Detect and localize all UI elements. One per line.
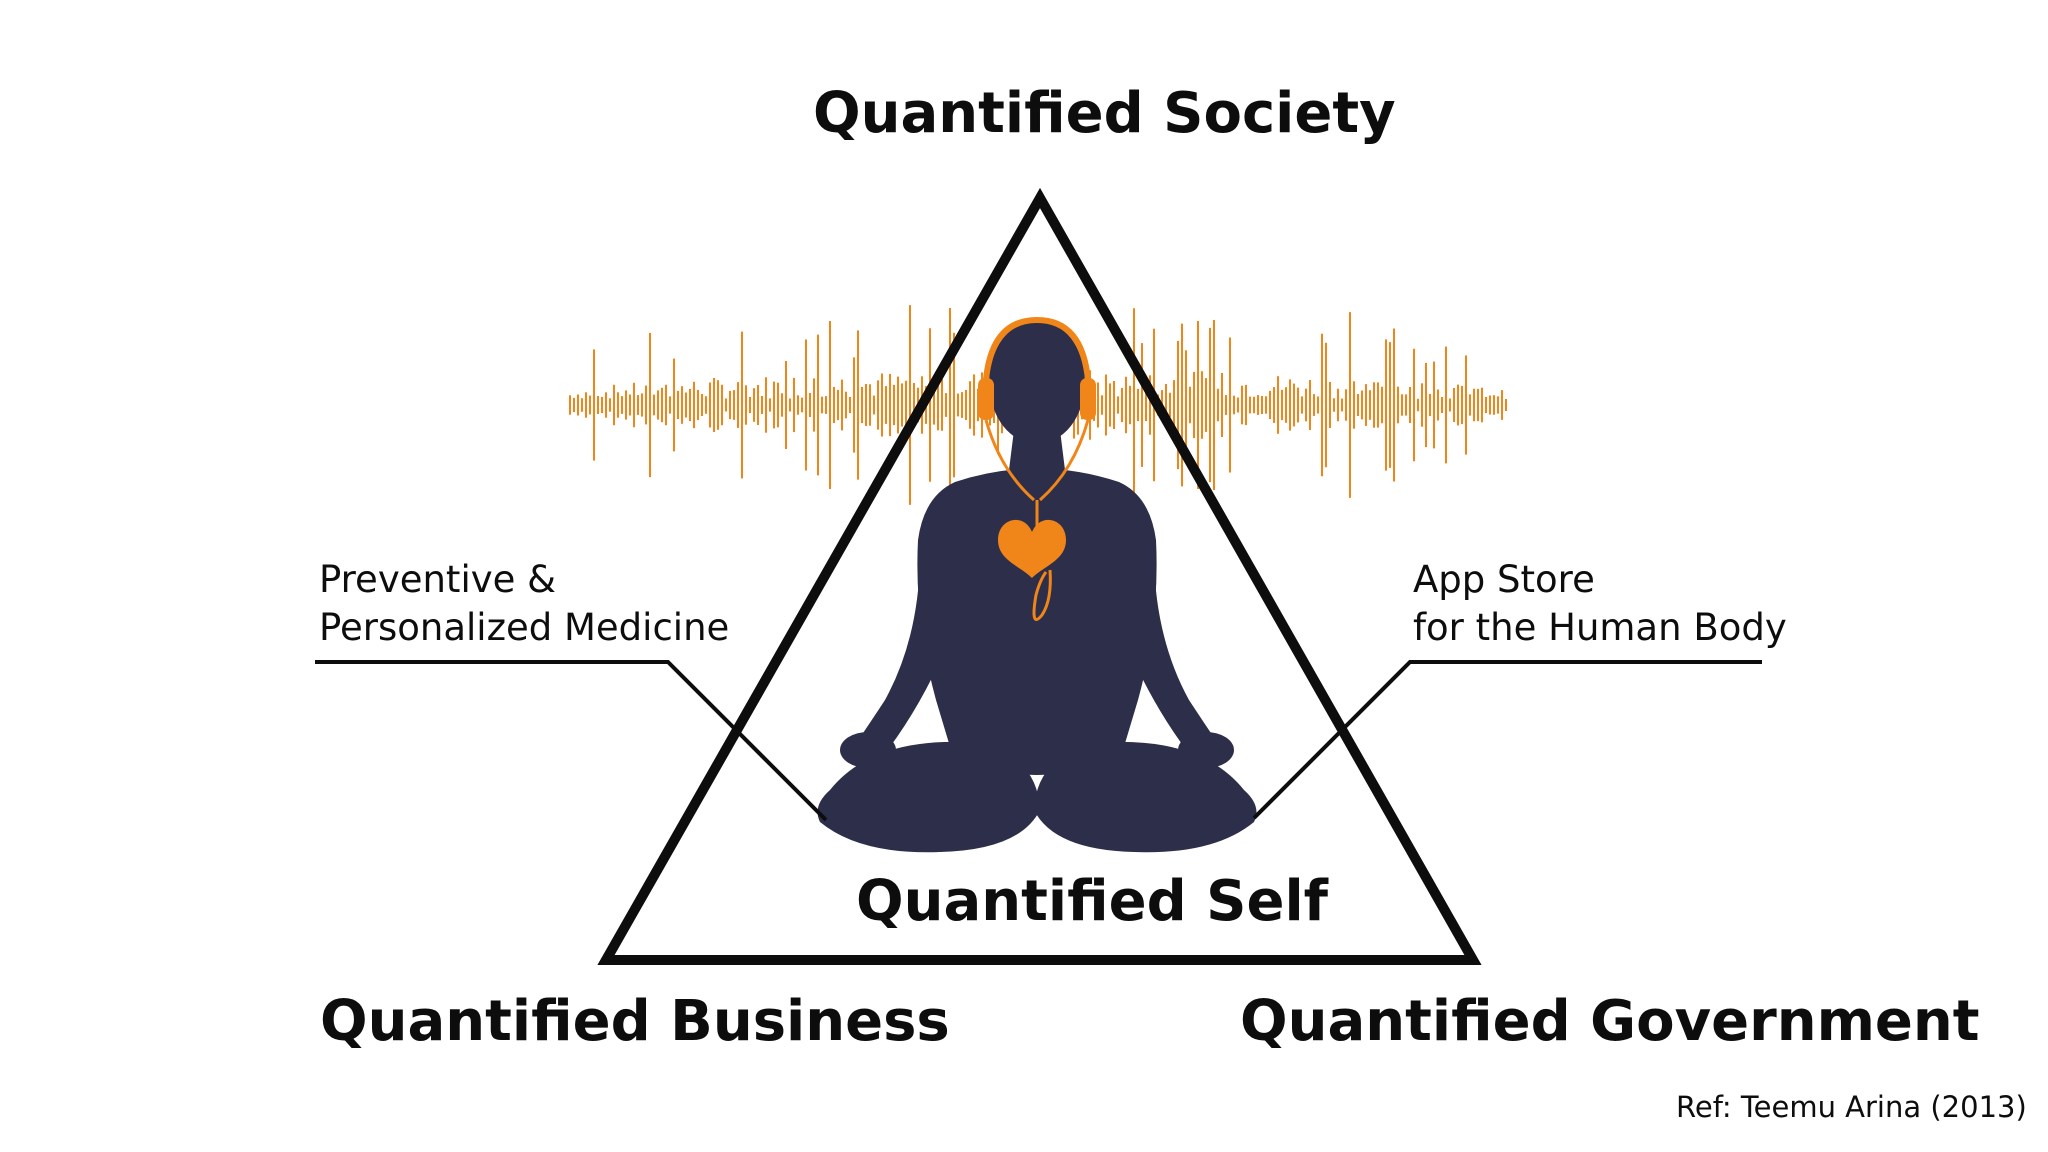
triangle-outline bbox=[597, 187, 1482, 965]
quantified-society-label: Quantified Society bbox=[813, 81, 1396, 146]
left-callout-line1: Preventive & bbox=[319, 558, 556, 601]
right-callout-text: App Store for the Human Body bbox=[1413, 556, 1787, 652]
heart-icon bbox=[998, 519, 1066, 578]
quantified-self-label: Quantified Self bbox=[856, 869, 1329, 934]
right-callout-line2: for the Human Body bbox=[1413, 606, 1787, 649]
reference-text: Ref: Teemu Arina (2013) bbox=[1676, 1090, 2027, 1124]
quantified-government-label: Quantified Government bbox=[1240, 989, 1980, 1054]
headphones-icon bbox=[978, 316, 1096, 621]
left-callout-line bbox=[315, 660, 828, 822]
right-callout-line1: App Store bbox=[1413, 558, 1595, 601]
left-callout-line2: Personalized Medicine bbox=[319, 606, 730, 649]
meditating-person-icon bbox=[817, 320, 1257, 853]
left-callout-text: Preventive & Personalized Medicine bbox=[319, 556, 729, 652]
right-callout-line bbox=[1252, 660, 1762, 820]
quantified-business-label: Quantified Business bbox=[320, 989, 950, 1054]
